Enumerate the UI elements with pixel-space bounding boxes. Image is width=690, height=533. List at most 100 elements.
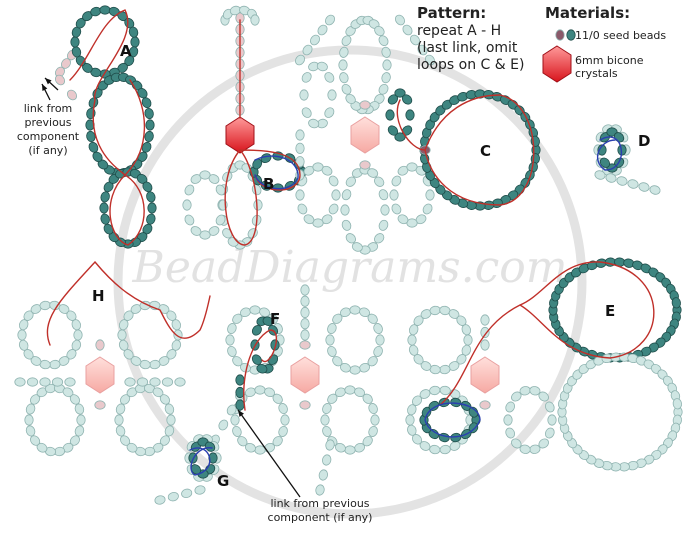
seed-bead	[385, 109, 395, 121]
seed-bead	[503, 414, 513, 426]
seed-bead	[380, 204, 390, 216]
seed-bead	[299, 400, 311, 410]
seed-bead	[124, 377, 136, 387]
seed-bead	[373, 323, 383, 334]
seed-bead	[382, 59, 392, 71]
seed-bead	[374, 25, 385, 37]
seed-bead	[320, 414, 330, 426]
seed-bead	[141, 97, 152, 109]
seed-bead	[142, 181, 153, 193]
seed-bead	[327, 346, 337, 357]
seed-bead	[73, 329, 83, 341]
seed-bead	[251, 354, 262, 365]
label-c: C	[480, 142, 492, 160]
seed-bead	[318, 469, 328, 481]
seed-bead	[389, 189, 399, 201]
seed-bead	[605, 173, 617, 183]
seed-bead	[359, 160, 371, 170]
seed-bead	[278, 426, 288, 437]
seed-bead	[566, 29, 576, 41]
note-line: previous	[24, 116, 72, 129]
seed-bead	[208, 174, 220, 184]
seed-bead	[349, 365, 361, 375]
seed-bead	[429, 444, 441, 455]
seed-bead	[439, 385, 451, 396]
seed-bead	[340, 204, 350, 216]
seed-bead	[325, 439, 335, 451]
seed-bead	[92, 151, 103, 163]
seed-bead	[99, 5, 111, 15]
seed-bead	[429, 385, 441, 396]
watermark: BeadDiagrams.com	[113, 45, 587, 519]
seed-bead	[402, 24, 413, 36]
seed-bead	[181, 488, 193, 498]
seed-bead	[345, 233, 356, 244]
seed-bead	[194, 485, 206, 495]
seed-bead	[136, 377, 149, 387]
seed-bead	[373, 346, 383, 357]
seed-bead	[24, 414, 34, 426]
seed-bead	[117, 329, 127, 341]
seed-bead	[505, 427, 515, 439]
note-line: link from	[23, 102, 73, 115]
seed-bead	[463, 334, 473, 346]
seed-bead	[370, 414, 380, 426]
bicone-crystal	[350, 116, 380, 154]
seed-bead	[251, 325, 262, 336]
seed-bead	[616, 176, 628, 186]
pattern-heading: Pattern:	[417, 4, 487, 22]
pattern-instructions: repeat A - H (last link, omit loops on C…	[417, 23, 524, 74]
seed-bead	[94, 400, 106, 410]
seed-bead	[438, 432, 450, 443]
seed-bead	[100, 191, 110, 203]
seed-bead	[300, 318, 310, 330]
label-f: F	[270, 310, 281, 328]
seed-bead	[232, 356, 243, 367]
seed-bead	[345, 93, 356, 105]
seed-bead	[387, 125, 399, 136]
seed-bead	[115, 403, 126, 415]
thread-path	[254, 155, 299, 190]
seed-bead	[14, 377, 26, 387]
seed-bead	[322, 426, 332, 437]
seed-bead	[479, 400, 491, 410]
label-d: D	[638, 132, 651, 150]
crystals-label: 6mm bicone crystals	[575, 54, 643, 80]
note-line: component (if any)	[267, 511, 373, 524]
seed-bead	[341, 35, 352, 46]
seed-bead	[70, 36, 80, 48]
seed-bead	[480, 314, 490, 326]
seed-bead	[182, 199, 192, 211]
seed-bead	[322, 403, 332, 414]
seed-bead	[316, 61, 328, 72]
seed-bead	[303, 214, 315, 225]
thread-path	[243, 329, 278, 411]
thread-path	[189, 447, 213, 476]
seed-bead	[378, 219, 389, 231]
seed-bead	[315, 484, 325, 496]
seed-bead	[359, 100, 371, 110]
seed-bead	[199, 230, 211, 240]
seed-bead	[295, 156, 305, 168]
seed-bead	[300, 295, 310, 307]
seed-bead	[327, 323, 337, 334]
pointer-arrow	[237, 409, 301, 498]
seed-bead	[324, 107, 335, 118]
seed-bead	[328, 175, 339, 187]
seed-bead	[51, 377, 64, 387]
seed-bead	[378, 84, 389, 95]
seed-bead	[425, 189, 435, 201]
seed-bead	[146, 213, 156, 225]
seed-bead	[171, 319, 182, 331]
seed-bead	[597, 144, 607, 156]
seed-bead	[334, 442, 346, 453]
note-line: (if any)	[28, 144, 68, 157]
seed-bead	[149, 377, 161, 387]
seed-bead	[69, 394, 80, 405]
seed-bead	[215, 184, 226, 196]
seed-bead	[227, 346, 237, 357]
seed-bead	[325, 334, 335, 346]
seed-bead	[529, 386, 541, 396]
label-b: B	[263, 175, 275, 193]
